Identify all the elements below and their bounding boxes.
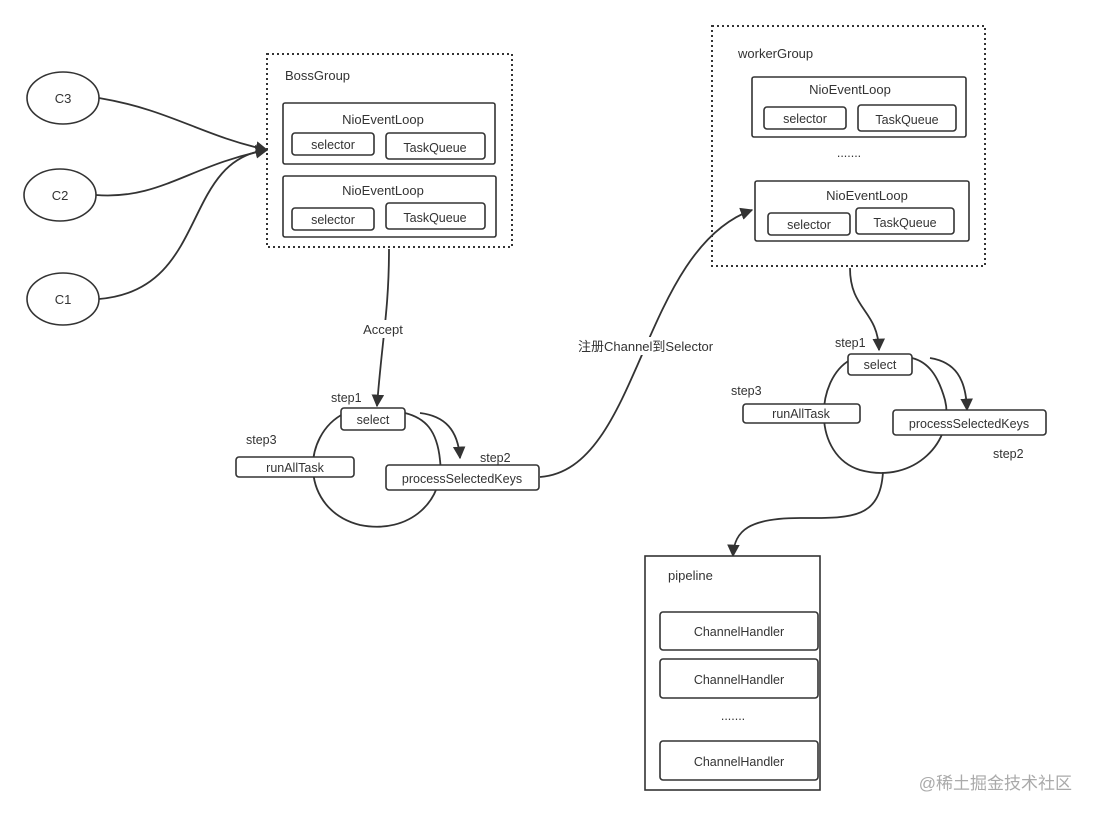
client-c1-label: C1 <box>55 292 72 307</box>
boss-loop-1-queue: TaskQueue <box>403 141 466 155</box>
boss-loop-2-selector: selector <box>311 213 355 227</box>
worker-group: workerGroup NioEventLoop selector TaskQu… <box>711 25 986 267</box>
pipeline-ellipsis: ....... <box>721 709 745 723</box>
client-c1: C1 <box>26 272 100 326</box>
worker-step2: step2 <box>993 447 1024 461</box>
client-c2: C2 <box>23 168 97 222</box>
client-c2-edge <box>95 145 269 197</box>
boss-group-title: BossGroup <box>285 68 350 83</box>
register-label: 注册Channel到Selector <box>578 339 714 354</box>
worker-loop-2-title: NioEventLoop <box>826 188 908 203</box>
boss-cycle: select runAllTask processSelectedKeys st… <box>235 391 540 528</box>
channel-handler-3: ChannelHandler <box>659 740 819 781</box>
worker-loop-1: NioEventLoop selector TaskQueue <box>751 76 967 138</box>
channel-handler-2-label: ChannelHandler <box>694 673 784 687</box>
worker-loop-1-selector: selector <box>783 112 827 126</box>
channel-handler-3-label: ChannelHandler <box>694 755 784 769</box>
pipeline-title: pipeline <box>668 568 713 583</box>
pipeline-edge <box>727 471 884 558</box>
boss-step1: step1 <box>331 391 362 405</box>
watermark: @稀土掘金技术社区 <box>919 774 1072 793</box>
worker-step1: step1 <box>835 336 866 350</box>
client-c3-edge <box>98 97 269 154</box>
boss-step2: step2 <box>480 451 511 465</box>
boss-loop-2-title: NioEventLoop <box>342 183 424 198</box>
accept-label: Accept <box>363 322 403 337</box>
channel-handler-1-label: ChannelHandler <box>694 625 784 639</box>
boss-group: BossGroup NioEventLoop selector TaskQueu… <box>266 53 513 248</box>
worker-loop-1-title: NioEventLoop <box>809 82 891 97</box>
boss-select: select <box>357 413 390 427</box>
client-c1-edge <box>98 145 269 300</box>
worker-process-selected-keys: processSelectedKeys <box>909 417 1029 431</box>
client-c3-label: C3 <box>55 91 72 106</box>
worker-step3: step3 <box>731 384 762 398</box>
worker-run-all-task: runAllTask <box>772 407 830 421</box>
boss-loop-2: NioEventLoop selector TaskQueue <box>282 175 497 238</box>
worker-ellipsis: ....... <box>837 146 861 160</box>
boss-run-all-task: runAllTask <box>266 461 324 475</box>
worker-loop-1-queue: TaskQueue <box>875 113 938 127</box>
channel-handler-1: ChannelHandler <box>659 611 819 651</box>
worker-group-title: workerGroup <box>737 46 813 61</box>
boss-process-selected-keys: processSelectedKeys <box>402 472 522 486</box>
worker-loop-2-selector: selector <box>787 218 831 232</box>
pipeline: pipeline ChannelHandler ChannelHandler .… <box>644 555 821 791</box>
worker-select: select <box>864 358 897 372</box>
worker-select-edge <box>849 267 886 352</box>
channel-handler-2: ChannelHandler <box>659 658 819 699</box>
boss-loop-2-queue: TaskQueue <box>403 211 466 225</box>
boss-loop-1-selector: selector <box>311 138 355 152</box>
worker-cycle: select runAllTask processSelectedKeys st… <box>731 336 1047 474</box>
boss-loop-1-title: NioEventLoop <box>342 112 424 127</box>
boss-step3: step3 <box>246 433 277 447</box>
boss-loop-1: NioEventLoop selector TaskQueue <box>282 102 496 165</box>
worker-loop-2: NioEventLoop selector TaskQueue <box>754 180 970 242</box>
client-c2-label: C2 <box>52 188 69 203</box>
worker-loop-2-queue: TaskQueue <box>873 216 936 230</box>
client-c3: C3 <box>26 71 100 125</box>
